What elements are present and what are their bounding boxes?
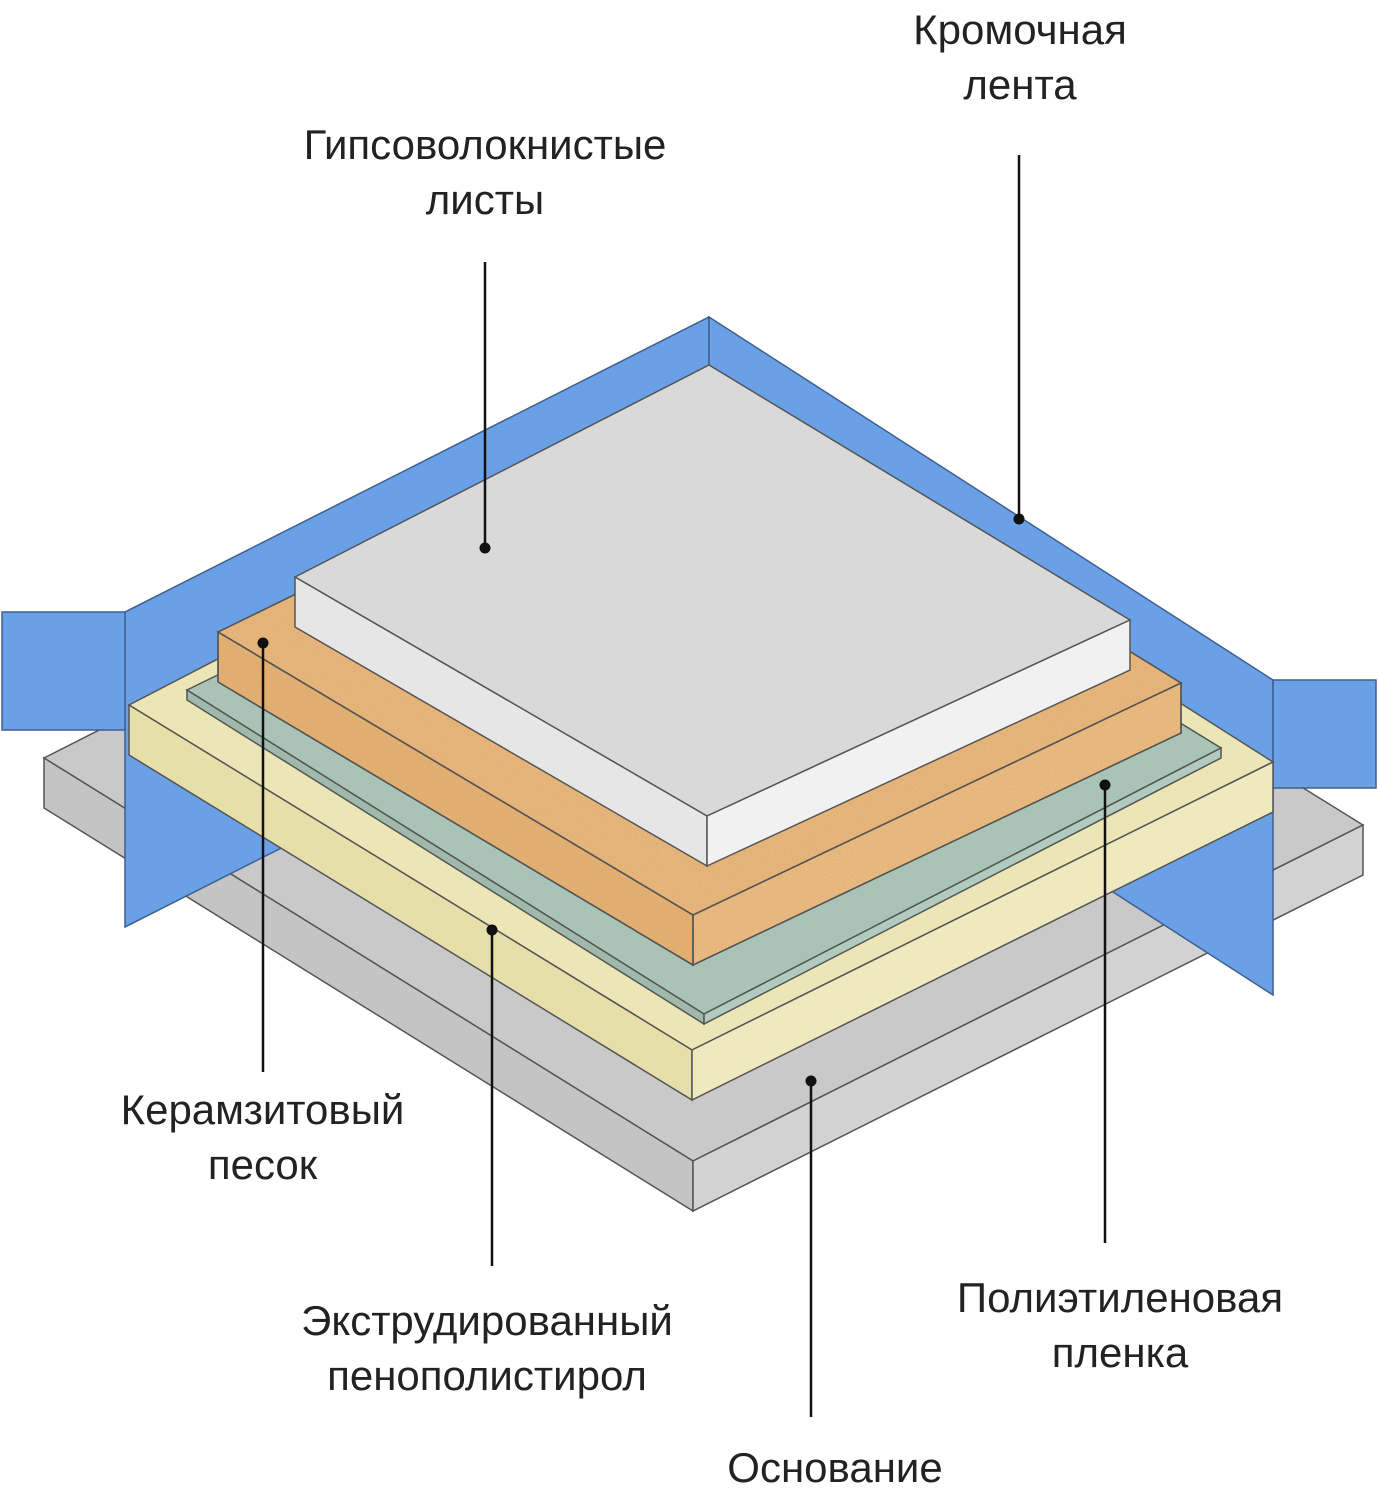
leader-dot-gypsum bbox=[479, 542, 491, 554]
label-polyethylene-film: Полиэтиленовая пленка bbox=[900, 1270, 1340, 1380]
leader-dot-base bbox=[805, 1075, 817, 1087]
xps-right-side bbox=[691, 760, 1274, 1102]
film-right-edge bbox=[703, 746, 1222, 1026]
label-edge-tape-line2: лента bbox=[963, 61, 1077, 108]
label-film-line1: Полиэтиленовая bbox=[956, 1274, 1284, 1321]
leader-dot-xps bbox=[486, 924, 498, 936]
gypsum-layer bbox=[293, 364, 1132, 868]
leader-dot-film bbox=[1099, 779, 1111, 791]
label-edge-tape-line1: Кромочная bbox=[913, 6, 1127, 53]
label-film-line2: пленка bbox=[1051, 1329, 1189, 1376]
leader-dot-edge-tape bbox=[1013, 513, 1025, 525]
label-gypsum-sheets: Гипсоволокнистые листы bbox=[240, 117, 730, 227]
label-xps-line1: Экструдированный bbox=[301, 1297, 673, 1344]
label-xps: Экструдированный пенополистирол bbox=[232, 1293, 742, 1403]
edge-tape-right-flap bbox=[1272, 679, 1377, 789]
leader-lines bbox=[257, 155, 1111, 1417]
label-clay-line2: песок bbox=[207, 1141, 318, 1188]
label-expanded-clay-sand: Керамзитовый песок bbox=[70, 1082, 455, 1192]
label-clay-line1: Керамзитовый bbox=[120, 1086, 405, 1133]
leader-dot-clay bbox=[257, 637, 269, 649]
label-base: Основание bbox=[675, 1440, 995, 1495]
label-xps-line2: пенополистирол bbox=[327, 1352, 647, 1399]
edge-tape-left-flap bbox=[1, 611, 126, 731]
label-edge-tape: Кромочная лента bbox=[880, 2, 1160, 112]
label-gypsum-line1: Гипсоволокнистые bbox=[303, 121, 667, 168]
gypsum-right-side bbox=[706, 618, 1131, 868]
label-base-line1: Основание bbox=[727, 1444, 943, 1491]
label-gypsum-line2: листы bbox=[425, 176, 545, 223]
